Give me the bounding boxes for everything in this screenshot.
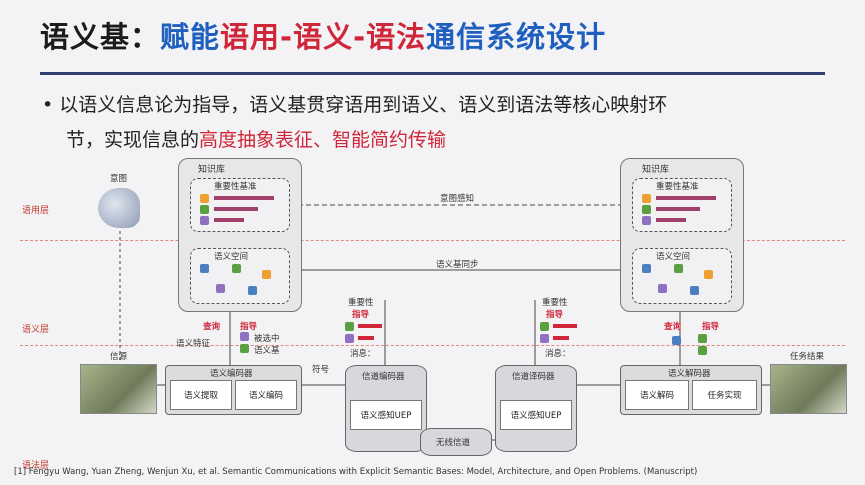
task-box: 任务实现 [692, 380, 757, 410]
left-cube-icon [200, 216, 209, 225]
right-query-label: 查询 [664, 322, 682, 332]
right-node-icon [642, 264, 651, 273]
guide2-label: 指导 [546, 310, 564, 320]
msg2-label: 消息： [545, 349, 571, 359]
left-node-icon [248, 286, 257, 295]
ch-dec-label: 信道译码器 [512, 372, 555, 382]
left-feature-label: 语义特征 [176, 339, 211, 349]
right-importance-bar [656, 207, 700, 211]
left-selected-1: 被选中 [254, 334, 280, 344]
head-icon [98, 188, 140, 228]
extract-box: 语义提取 [170, 380, 232, 410]
right-guide-cube-icon [698, 334, 707, 343]
right-node-icon [674, 264, 683, 273]
source-label: 信源 [110, 352, 128, 362]
right-space-box [632, 248, 732, 304]
bullet-line-2: 节，实现信息的高度抽象表征、智能简约传输 [66, 125, 446, 152]
left-cube-icon [200, 194, 209, 203]
left-kb-title: 知识库 [198, 165, 226, 175]
right-importance-bar [656, 196, 716, 200]
ch-enc-uep: 语义感知UEP [350, 400, 422, 430]
layer-pragmatic: 语用层 [22, 206, 50, 216]
right-guide-label: 指导 [702, 322, 720, 332]
right-kb-title: 知识库 [642, 165, 670, 175]
bullet-line-1: • 以语义信息论为指导，语义基贯穿语用到语义、语义到语法等核心映射环 [42, 94, 668, 116]
left-node-icon [262, 270, 271, 279]
title-prefix: 语义基： [40, 20, 161, 54]
title-rule [40, 72, 825, 75]
left-guide-label: 指导 [240, 322, 258, 332]
source-image [80, 364, 157, 414]
msg-cube-icon [345, 322, 354, 331]
right-node-icon [704, 270, 713, 279]
imp-bar [553, 324, 577, 328]
imp-bar [553, 336, 569, 340]
band-semantic-syntax [20, 345, 845, 346]
left-importance-bar [214, 196, 274, 200]
right-importance-label: 重要性基准 [656, 182, 699, 192]
decode-box: 语义解码 [625, 380, 689, 410]
decoder-label: 语义解码器 [668, 369, 711, 379]
left-importance-bar [214, 218, 244, 222]
bullet-highlight: 高度抽象表征、智能简约传输 [199, 129, 447, 151]
msg1-label: 消息： [350, 349, 376, 359]
left-importance-label: 重要性基准 [214, 182, 257, 192]
right-guide-cube-icon [698, 346, 707, 355]
right-importance-bar [656, 218, 686, 222]
ch-dec-uep: 语义感知UEP [500, 400, 572, 430]
result-image [770, 364, 847, 414]
band-pragmatic-semantic [20, 240, 845, 241]
right-node-icon [690, 286, 699, 295]
layer-syntax: 语法层 [22, 461, 50, 471]
sync-label: 语义基同步 [436, 260, 479, 270]
left-selected-2: 语义基 [254, 346, 280, 356]
imp2-label: 重要性 [542, 298, 568, 308]
layer-semantic: 语义层 [22, 325, 50, 335]
title-part3: 通信系统设计 [426, 20, 607, 54]
left-importance-bar [214, 207, 258, 211]
selected-cube-icon [240, 332, 249, 341]
right-cube-icon [642, 194, 651, 203]
right-node-icon [658, 284, 667, 293]
title-part1: 赋能 [160, 20, 221, 54]
imp-bar [358, 336, 374, 340]
left-node-icon [232, 264, 241, 273]
wireless-label: 无线信道 [436, 438, 471, 448]
guide1-label: 指导 [352, 310, 370, 320]
right-cube-icon [642, 216, 651, 225]
msg-cube-icon [540, 334, 549, 343]
page-title: 语义基：赋能语用-语义-语法通信系统设计 [40, 14, 606, 56]
result-label: 任务结果 [790, 352, 825, 362]
left-query-label: 查询 [203, 322, 221, 332]
right-query-cube-icon [672, 336, 681, 345]
right-space-label: 语义空间 [656, 252, 691, 262]
left-node-icon [200, 264, 209, 273]
encoder-label: 语义编码器 [210, 369, 253, 379]
intent-sense-label: 意图感知 [440, 194, 475, 204]
left-cube-icon [200, 205, 209, 214]
title-part2: 语用-语义-语法 [220, 20, 427, 54]
encode-box: 语义编码 [235, 380, 297, 410]
imp-bar [358, 324, 382, 328]
intent-label: 意图 [110, 174, 128, 184]
left-node-icon [216, 284, 225, 293]
bullet-line-2a: 节，实现信息的 [66, 129, 200, 151]
imp1-label: 重要性 [348, 298, 374, 308]
left-space-box [190, 248, 290, 304]
left-space-label: 语义空间 [214, 252, 249, 262]
msg-cube-icon [345, 334, 354, 343]
right-cube-icon [642, 205, 651, 214]
wireless-channel [420, 428, 492, 456]
ch-enc-label: 信道编码器 [362, 372, 405, 382]
symbol-label: 符号 [312, 365, 330, 375]
msg-cube-icon [540, 322, 549, 331]
footnote: [1] Fengyu Wang, Yuan Zheng, Wenjun Xu, … [14, 467, 698, 477]
selected-cube-icon [240, 344, 249, 353]
